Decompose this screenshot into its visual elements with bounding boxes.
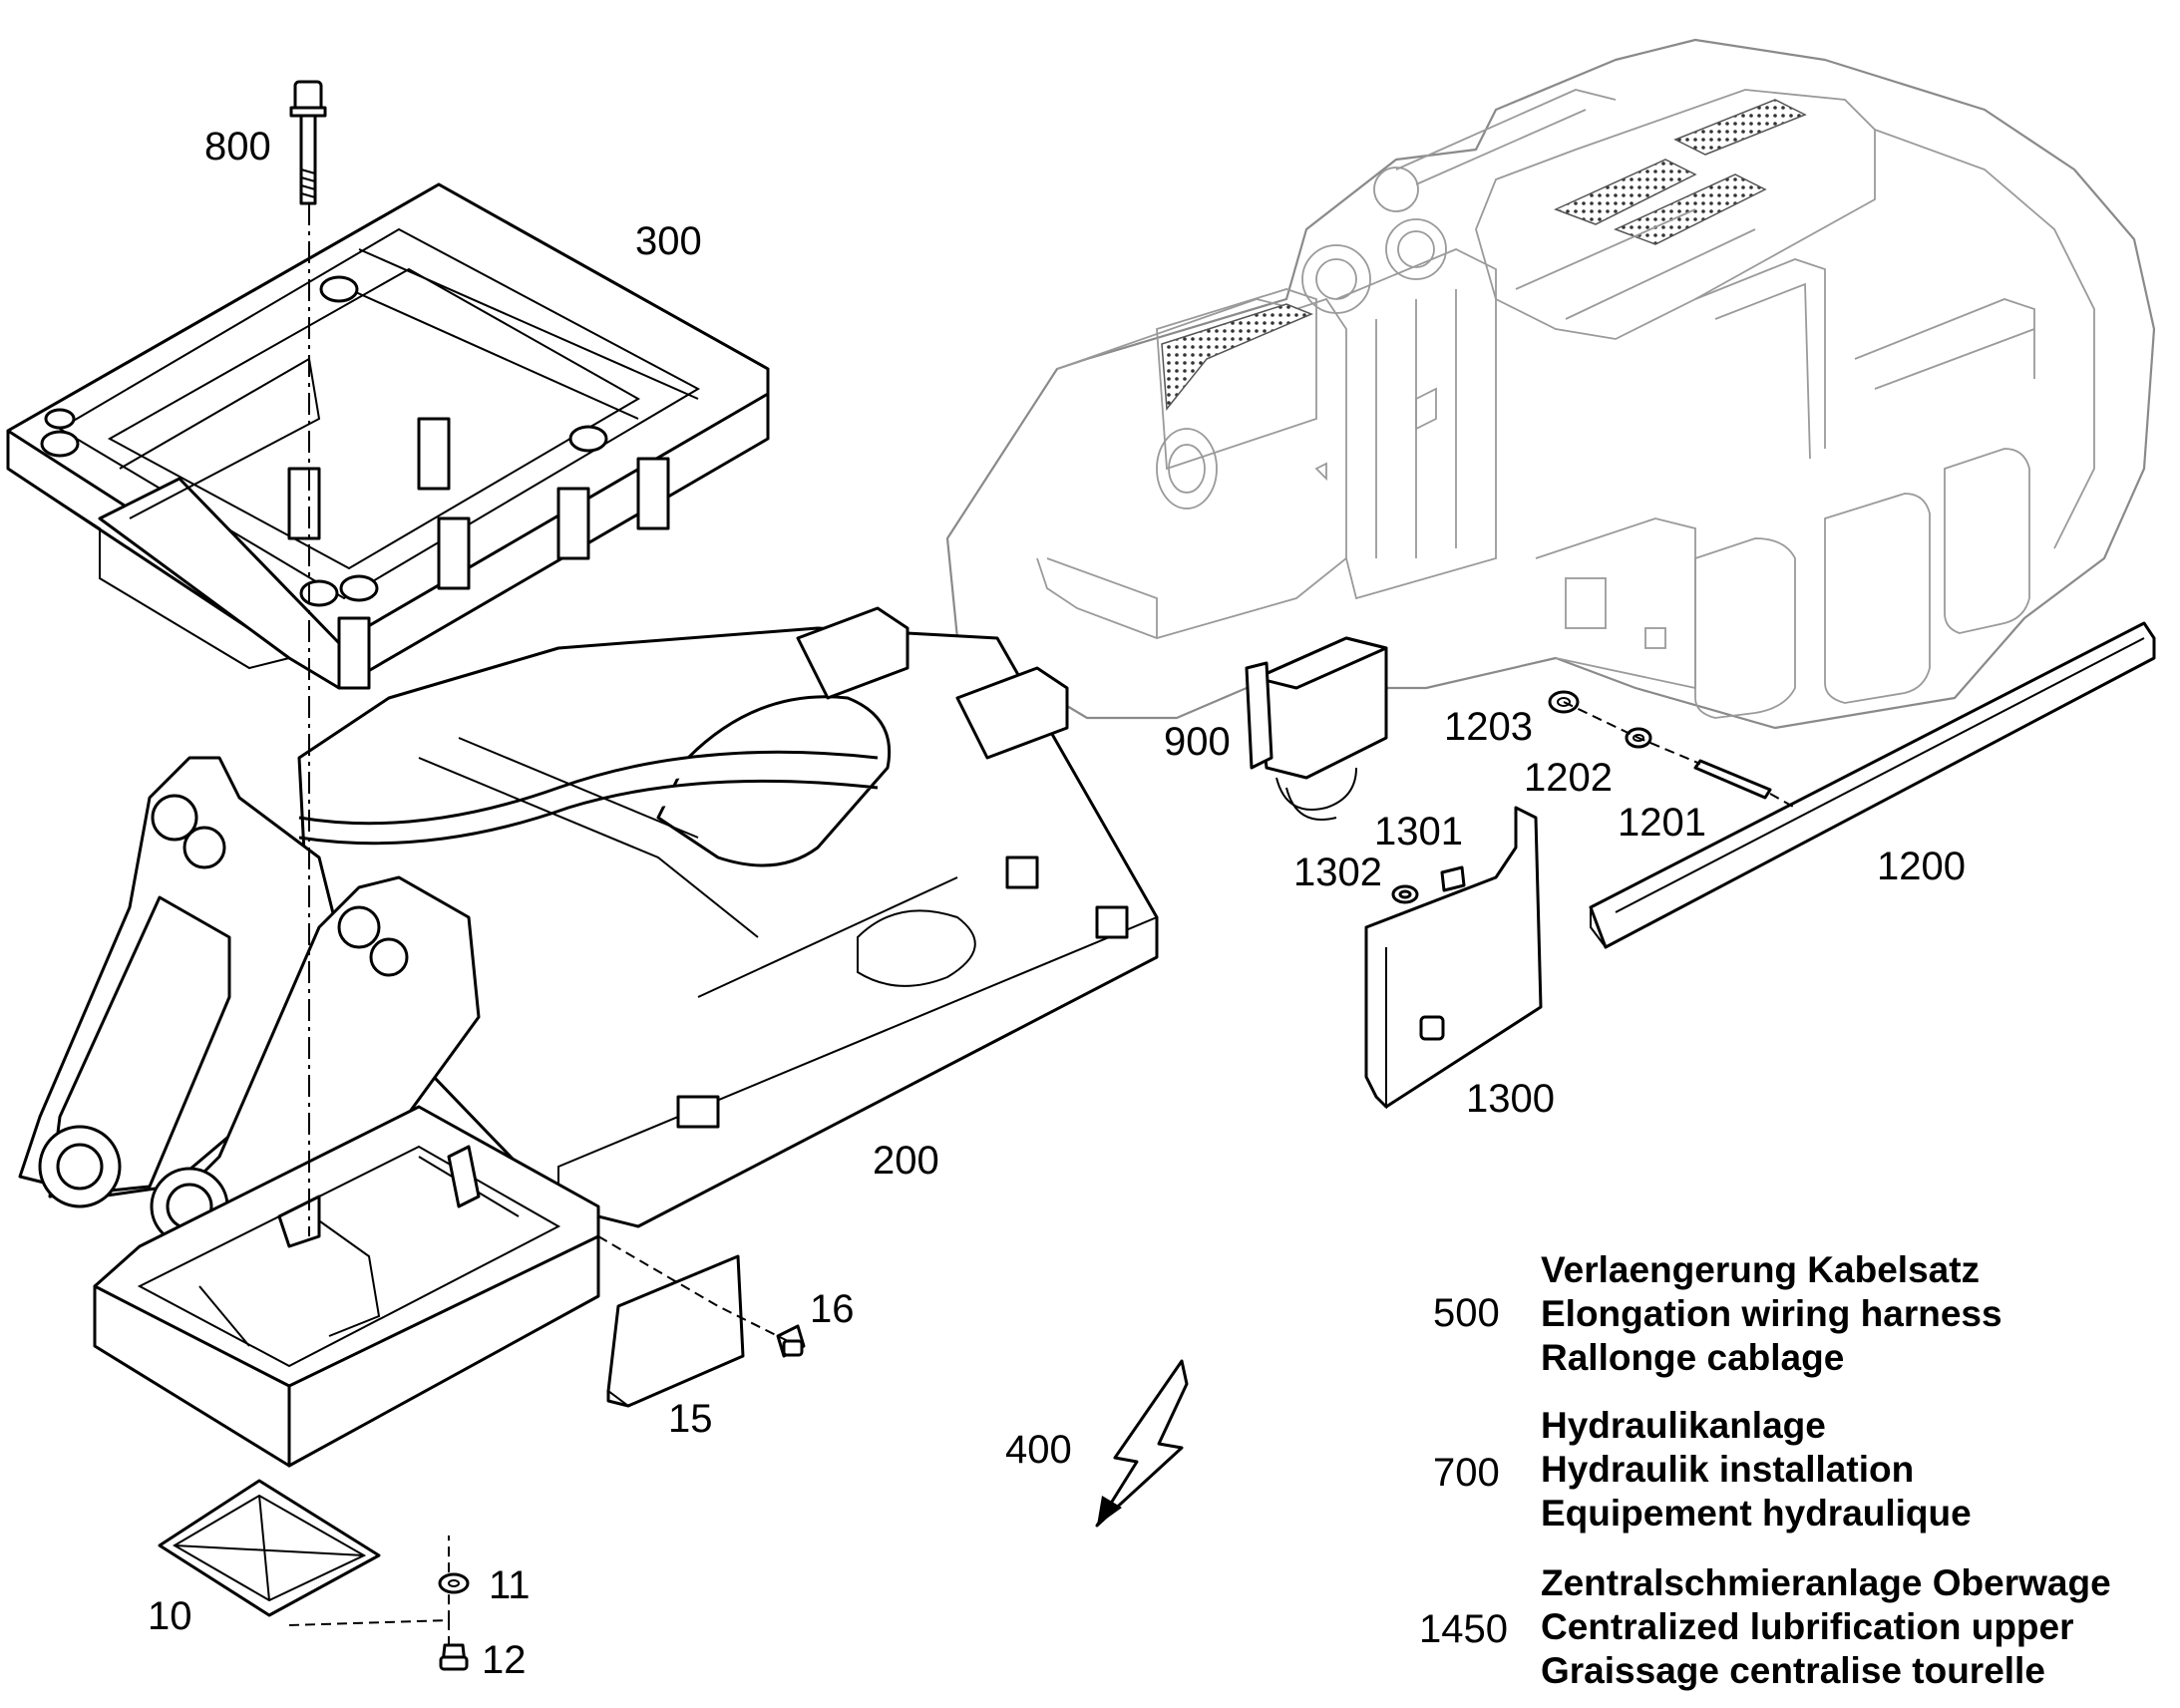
part-900-control-unit (1245, 636, 1388, 821)
callout-400: 400 (1005, 1428, 1072, 1472)
legend-line-fr: Graissage centralise tourelle (1541, 1650, 2045, 1691)
callout-1300: 1300 (1466, 1077, 1555, 1121)
part-200-main-frame (18, 606, 1159, 1468)
part-11-washer (438, 1572, 470, 1594)
legend-line-en: Elongation wiring harness (1541, 1293, 2002, 1334)
callout-200: 200 (873, 1139, 939, 1183)
callout-1202: 1202 (1524, 756, 1613, 800)
legend-number: 700 (1433, 1451, 1500, 1495)
part-1201-pin (1693, 759, 1772, 800)
callout-1201: 1201 (1618, 801, 1706, 845)
legend-line-fr: Equipement hydraulique (1541, 1493, 1972, 1534)
callout-10: 10 (148, 1594, 192, 1638)
legend-line-de: Verlaengerung Kabelsatz (1541, 1249, 1980, 1290)
legend: 500 Verlaengerung Kabelsatz Elongation w… (1419, 1249, 2111, 1691)
legend-line-fr: Rallonge cablage (1541, 1337, 1844, 1378)
part-15-side-plate (606, 1254, 745, 1408)
part-300-raised-frame (6, 182, 770, 690)
callout-16: 16 (810, 1287, 855, 1331)
callout-1301: 1301 (1374, 810, 1463, 854)
lightning-bolt-icon (1095, 1359, 1189, 1528)
legend-line-en: Hydraulik installation (1541, 1449, 1914, 1490)
callout-300: 300 (635, 219, 702, 263)
callout-1200: 1200 (1877, 845, 1966, 888)
legend-item-1450: 1450 Zentralschmieranlage Oberwage Centr… (1419, 1562, 2111, 1691)
part-10-bottom-plate (158, 1479, 381, 1617)
legend-number: 1450 (1419, 1607, 1508, 1651)
legend-line-de: Hydraulikanlage (1541, 1405, 1826, 1446)
legend-item-700: 700 Hydraulikanlage Hydraulik installati… (1433, 1405, 1972, 1534)
callout-1302: 1302 (1293, 851, 1382, 894)
part-1200-rail (1589, 621, 2156, 949)
part-12-screw (439, 1643, 469, 1671)
superstructure-hood (945, 38, 2156, 730)
part-1300-cover-plate (1364, 806, 1543, 1110)
legend-line-de: Zentralschmieranlage Oberwage (1541, 1562, 2111, 1603)
leader-1200-fasteners (1563, 701, 1796, 809)
legend-item-500: 500 Verlaengerung Kabelsatz Elongation w… (1433, 1249, 2002, 1378)
legend-number: 500 (1433, 1291, 1500, 1335)
lightning-arrowhead (1097, 1496, 1122, 1526)
part-800-bolt (289, 80, 327, 205)
callout-15: 15 (668, 1397, 713, 1441)
callout-12: 12 (482, 1638, 527, 1682)
part-16-bolt (776, 1324, 806, 1358)
leader-10-11-12 (288, 1536, 450, 1655)
callout-800: 800 (204, 125, 271, 169)
callout-900: 900 (1164, 720, 1231, 764)
legend-line-en: Centralized lubrification upper (1541, 1606, 2074, 1647)
callout-1203: 1203 (1444, 705, 1533, 749)
callout-11: 11 (489, 1563, 531, 1607)
